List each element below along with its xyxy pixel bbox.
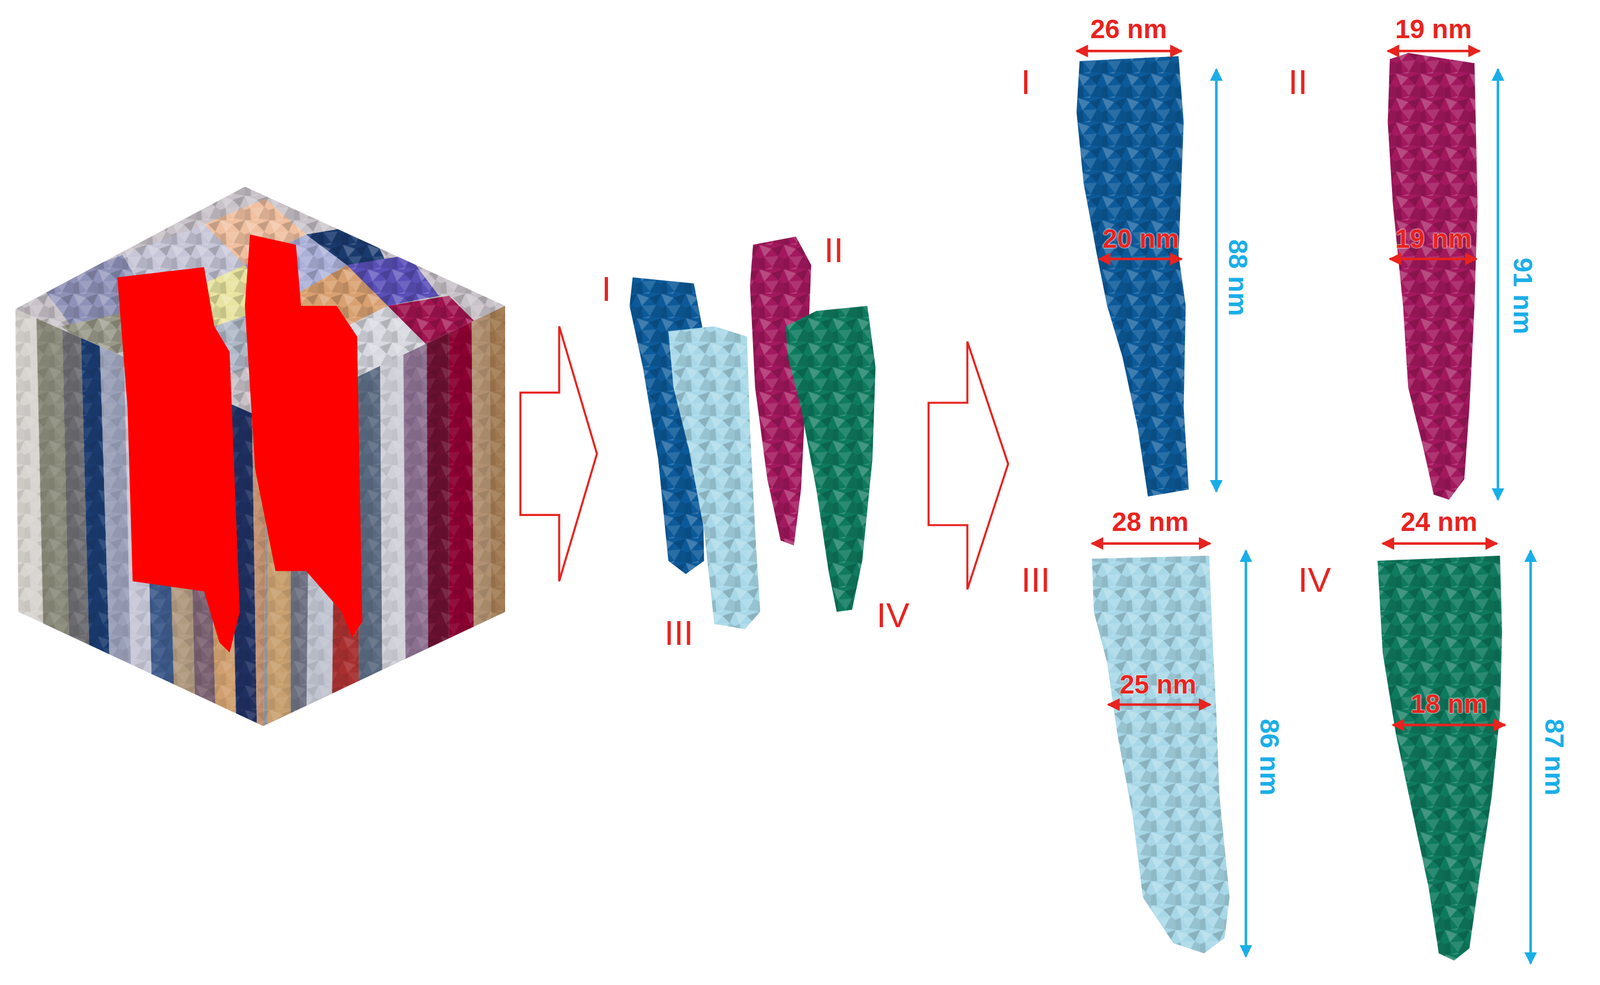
grain-label: II — [823, 232, 844, 268]
width-dimension: 18 nm — [1410, 691, 1488, 718]
grain-label: II — [1287, 64, 1308, 100]
length-dimension: 86 nm — [1255, 719, 1283, 797]
length-dimension: 88 nm — [1224, 239, 1251, 317]
width-dimension: 24 nm — [1400, 508, 1478, 536]
length-dimension: 87 nm — [1540, 719, 1568, 797]
grain-label: IV — [1297, 562, 1332, 598]
length-dimension: 91 nm — [1509, 257, 1536, 335]
width-dimension: 19 nm — [1395, 16, 1473, 43]
width-dimension: 25 nm — [1119, 671, 1197, 699]
grain-label: I — [1020, 64, 1031, 100]
grain-label: III — [664, 615, 694, 651]
grain-label: IV — [876, 598, 910, 633]
grain-label: I — [601, 271, 612, 307]
width-dimension: 20 nm — [1102, 225, 1180, 253]
width-dimension: 28 nm — [1112, 508, 1189, 536]
width-dimension: 26 nm — [1090, 16, 1168, 43]
width-dimension: 19 nm — [1395, 225, 1473, 253]
grain-label: III — [1021, 562, 1051, 598]
